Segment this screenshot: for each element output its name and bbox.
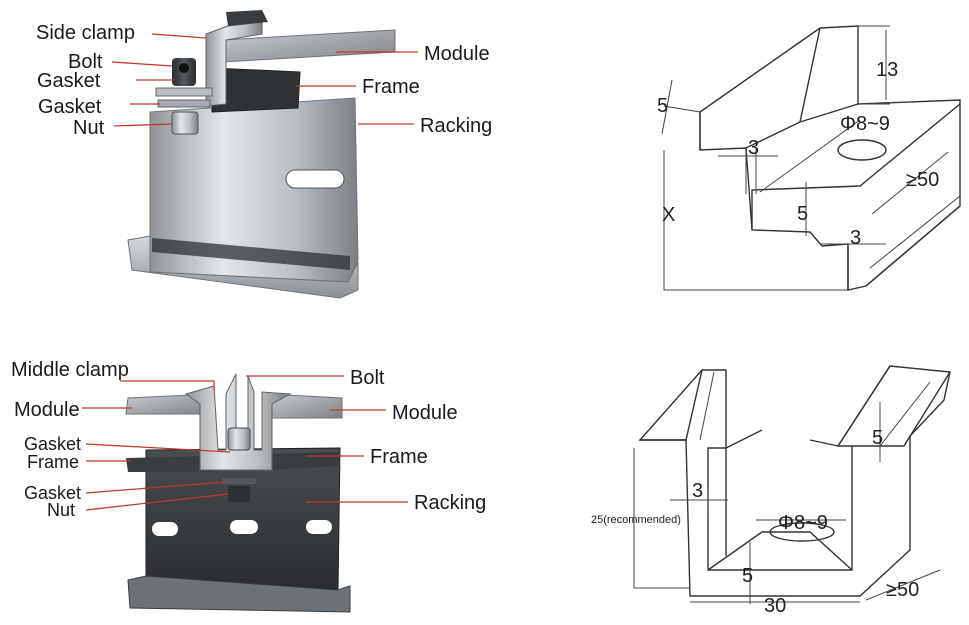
middle-dim-50: ≥50 [886, 579, 919, 601]
middle-nut [228, 486, 250, 502]
side-clamp-assembly: Side clamp Bolt Gasket Gasket Nut Module… [36, 10, 492, 299]
middle-frame-right-label: Frame [370, 446, 428, 468]
middle-frame-left [126, 456, 214, 472]
middle-module-left-label: Module [14, 399, 80, 421]
middle-dim-3-line [670, 488, 728, 514]
side-bolt-label: Bolt [68, 51, 103, 73]
side-drawing-hole [837, 139, 887, 161]
side-dim-3a-line [718, 152, 778, 194]
middle-racking-slot-right [306, 520, 332, 534]
side-dim-50: ≥50 [906, 169, 939, 191]
side-dim-5-step: 5 [797, 203, 808, 225]
middle-racking-slot-center [230, 520, 258, 534]
side-dim-3-right: 3 [850, 227, 861, 249]
side-nut [171, 111, 199, 135]
side-clamp-drawing: 13 5 Φ8~9 3 ≥50 X 5 3 [657, 25, 961, 291]
side-dim-x: X [662, 204, 675, 226]
side-clamp-leader [151, 33, 207, 39]
middle-drawing-face-lines [699, 371, 931, 447]
middle-drawing-hole [769, 522, 835, 542]
side-bolt-head-hole [179, 63, 189, 73]
middle-gasket-bottom-label: Gasket [24, 483, 81, 503]
side-dim-x-line [663, 150, 848, 291]
side-drawing-outline [699, 25, 961, 291]
middle-gasket-top-leader [85, 443, 231, 453]
side-frame-label: Frame [362, 76, 420, 98]
side-dim-50-line [871, 151, 949, 215]
side-dim-5-lip: 5 [657, 95, 668, 117]
side-nut-label: Nut [73, 117, 105, 139]
side-gasket-bottom [157, 99, 211, 108]
side-dim-hole: Φ8~9 [840, 113, 890, 135]
middle-dim-30: 30 [764, 595, 786, 617]
middle-dim-hole: Φ8~9 [778, 512, 828, 534]
side-drawing-edges [699, 27, 961, 290]
side-nut-leader [113, 123, 173, 127]
side-gasket-top [155, 87, 213, 97]
middle-gasket-bottom-leader [85, 481, 225, 494]
middle-dim-50-line [865, 569, 941, 601]
middle-frame-left-label: Frame [27, 452, 79, 472]
side-racking-slot [285, 169, 345, 189]
middle-dim-25: 25(recommended) [591, 514, 681, 526]
side-racking-shadow [152, 238, 350, 270]
middle-clamp-drawing: 5 3 Φ8~9 25(recommended) 5 30 ≥50 [591, 365, 951, 617]
side-dim-5-line [661, 79, 701, 135]
middle-clamp-assembly: Middle clamp Bolt Module Module Gasket F… [11, 359, 486, 613]
side-dim-13: 13 [876, 59, 898, 81]
side-gasket-top-label: Gasket [37, 70, 101, 92]
middle-drawing-outline [638, 365, 951, 597]
middle-clamp-leader [120, 380, 215, 390]
side-racking-label: Racking [420, 115, 492, 137]
side-racking-base [127, 235, 359, 299]
side-bolt-leader [111, 61, 173, 67]
side-dim-3-left: 3 [748, 137, 759, 159]
middle-racking-slot-left [152, 522, 178, 536]
middle-gasket-bottom [222, 478, 256, 484]
side-dim-13-line [858, 25, 890, 105]
middle-dim-5-base: 5 [742, 565, 753, 587]
middle-dim-25-line [633, 448, 690, 589]
middle-racking-base [127, 575, 351, 613]
middle-bolt [227, 427, 251, 451]
side-clamp-tab [226, 10, 268, 26]
middle-clamp-body [184, 373, 292, 471]
middle-nut-label: Nut [47, 500, 75, 520]
middle-drawing-edges [640, 365, 951, 571]
middle-clamp-label: Middle clamp [11, 359, 129, 381]
side-gasket-bottom-label: Gasket [38, 96, 102, 118]
middle-dim-5-lip: 5 [872, 427, 883, 449]
side-clamp-label: Side clamp [36, 22, 135, 44]
middle-module-right-label: Module [392, 402, 458, 424]
middle-nut-leader [85, 493, 229, 511]
middle-dim-3: 3 [692, 480, 703, 502]
side-module-label: Module [424, 43, 490, 65]
middle-bolt-label: Bolt [350, 367, 385, 389]
middle-racking-label: Racking [414, 492, 486, 514]
middle-gasket-top-label: Gasket [24, 434, 81, 454]
